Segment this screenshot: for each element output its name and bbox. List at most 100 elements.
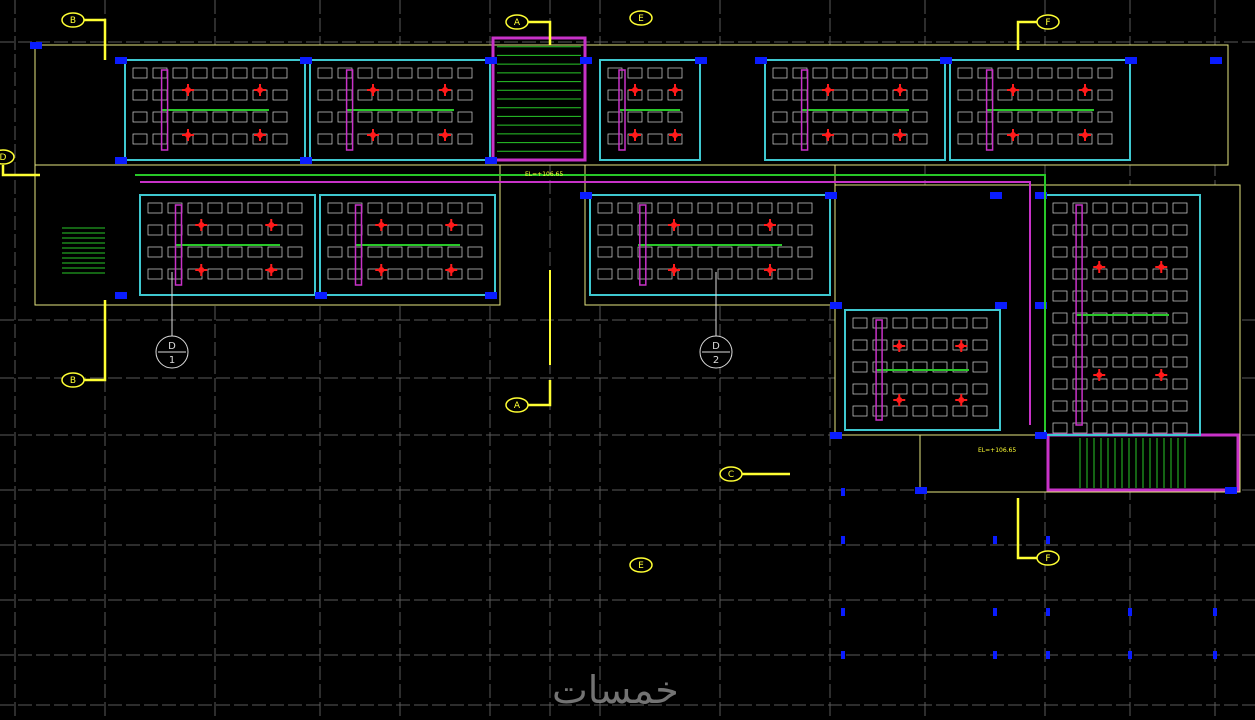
- axis-f-top-label: F: [1045, 18, 1050, 28]
- desk: [912, 405, 928, 417]
- desk: [287, 246, 303, 258]
- desk: [232, 133, 248, 145]
- desk: [832, 89, 848, 101]
- compass-top-icon-label: E: [638, 14, 644, 24]
- desk: [1052, 246, 1068, 258]
- desk: [1152, 422, 1168, 434]
- desk: [1132, 290, 1148, 302]
- axis-a-top: [505, 14, 529, 30]
- pipe-riser: [639, 204, 647, 286]
- desk: [1132, 224, 1148, 236]
- desk: [267, 246, 283, 258]
- desk: [637, 224, 653, 236]
- desk: [972, 317, 988, 329]
- desk: [1072, 224, 1088, 236]
- stair-north: [491, 36, 587, 162]
- desk: [1052, 334, 1068, 346]
- desk: [1017, 111, 1033, 123]
- desk: [147, 224, 163, 236]
- column: [695, 57, 707, 64]
- desk: [407, 268, 423, 280]
- desk: [1072, 312, 1088, 324]
- desk: [647, 111, 663, 123]
- diffuser-icon: [268, 267, 275, 273]
- classroom: [599, 59, 701, 161]
- desk: [617, 224, 633, 236]
- desk: [757, 202, 773, 214]
- building-outline-segment: [34, 164, 501, 306]
- axis-f-bottom-label: F: [1045, 554, 1050, 564]
- diffuser-icon: [825, 132, 831, 138]
- desk: [287, 202, 303, 214]
- diffuser-icon: [1158, 264, 1165, 270]
- diffuser-icon: [1010, 132, 1016, 138]
- axis-b-top-leader: [84, 18, 107, 60]
- desk: [1172, 422, 1188, 434]
- desk: [192, 67, 208, 79]
- column: [841, 536, 845, 544]
- desk: [872, 405, 888, 417]
- desk: [192, 89, 208, 101]
- axis-b-bottom: [61, 372, 85, 388]
- pipe-riser: [174, 204, 183, 286]
- desk: [427, 202, 443, 214]
- axis-d-left-label: D: [0, 153, 7, 163]
- desk: [377, 89, 393, 101]
- desk: [737, 268, 753, 280]
- desk: [872, 111, 888, 123]
- desk: [187, 246, 203, 258]
- desk: [357, 111, 373, 123]
- diffuser-icon: [370, 132, 376, 138]
- desk: [627, 111, 643, 123]
- desk: [272, 111, 288, 123]
- desk: [912, 67, 928, 79]
- desk: [147, 268, 163, 280]
- level-label-corridor: EL=+106.65: [525, 171, 563, 178]
- desk: [1132, 422, 1148, 434]
- desk: [1097, 89, 1113, 101]
- desk: [447, 202, 463, 214]
- desk: [797, 268, 813, 280]
- diffuser-icon: [767, 222, 773, 228]
- desk: [227, 246, 243, 258]
- desk: [852, 111, 868, 123]
- desk: [952, 383, 968, 395]
- desk: [1172, 246, 1188, 258]
- column: [1035, 302, 1047, 309]
- desk: [957, 133, 973, 145]
- axis-c: [719, 466, 743, 482]
- desk: [317, 133, 333, 145]
- desk: [437, 111, 453, 123]
- desk: [327, 224, 343, 236]
- desk: [852, 383, 868, 395]
- desk: [132, 111, 148, 123]
- desk: [377, 133, 393, 145]
- diffuser-icon: [257, 132, 263, 138]
- desk: [777, 268, 793, 280]
- desk: [1097, 111, 1113, 123]
- axis-a-bottom: [505, 397, 529, 413]
- column: [485, 292, 497, 299]
- diffuser-icon: [1096, 264, 1103, 270]
- desk: [1057, 67, 1073, 79]
- desk: [852, 317, 868, 329]
- desk: [972, 405, 988, 417]
- desk: [647, 67, 663, 79]
- desk: [467, 202, 483, 214]
- diffuser-icon: [632, 132, 638, 138]
- desk: [872, 339, 888, 351]
- desk: [1092, 246, 1108, 258]
- column: [1046, 651, 1050, 659]
- desk: [607, 111, 623, 123]
- diffuser-icon: [958, 397, 965, 403]
- desk: [427, 246, 443, 258]
- desk: [1112, 356, 1128, 368]
- section-marker-d2-bottom: 2: [713, 355, 719, 366]
- desk: [1052, 202, 1068, 214]
- desk: [207, 224, 223, 236]
- desk: [1152, 356, 1168, 368]
- desk: [657, 268, 673, 280]
- desk: [932, 317, 948, 329]
- diffuser-icon: [767, 267, 773, 273]
